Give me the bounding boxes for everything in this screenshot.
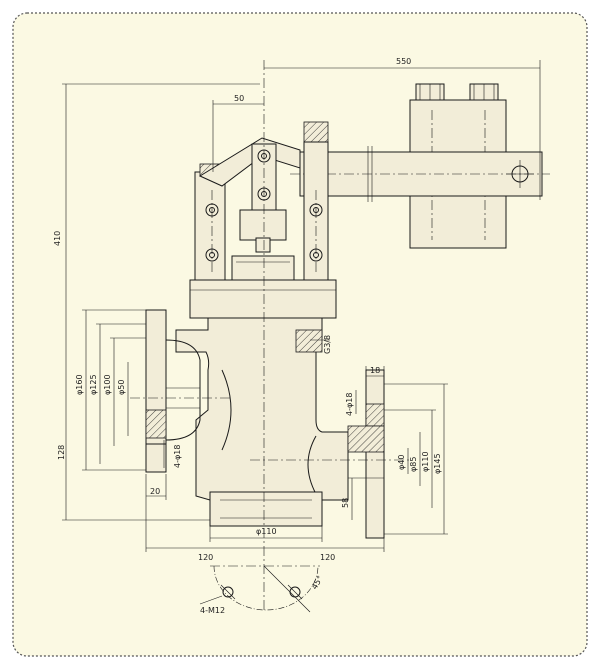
dim-bolt-circle-right: φ110 xyxy=(421,451,430,472)
dim-flange-od-right: φ145 xyxy=(433,453,442,474)
dim-half-right: 120 xyxy=(320,553,335,562)
dim-lever-offset: 50 xyxy=(234,94,244,103)
valve-body xyxy=(145,279,385,539)
dim-bolt-circle-left: φ125 xyxy=(89,374,98,395)
dim-bolt-hole-right: 4-φ18 xyxy=(345,393,354,416)
dim-overall-width: 550 xyxy=(396,57,411,66)
dim-bottom-bore: φ110 xyxy=(256,527,277,536)
counterweight-assembly xyxy=(290,83,550,249)
yoke-linkage xyxy=(194,121,329,281)
bottom-bolt-view xyxy=(199,565,320,613)
dim-thread: G3/8 xyxy=(323,335,332,354)
dim-flange-thk-right: 18 xyxy=(370,366,380,375)
dim-flange-thk-left: 20 xyxy=(150,487,160,496)
dim-flange-od-left: φ160 xyxy=(75,374,84,395)
dim-height-lower: 128 xyxy=(57,445,66,460)
dim-raised-face-left: φ100 xyxy=(103,374,112,395)
dim-height-right: 58 xyxy=(341,498,350,508)
dim-overall-height: 410 xyxy=(53,231,62,246)
dim-half-left: 120 xyxy=(198,553,213,562)
dim-bore-right: φ40 xyxy=(397,455,406,470)
dim-bottom-bolts: 4-M12 xyxy=(200,606,225,615)
dimension-lines xyxy=(62,60,541,552)
dim-bolt-hole-left: 4-φ18 xyxy=(173,445,182,468)
dim-raised-face-right: φ85 xyxy=(409,457,418,472)
dim-bore-left: φ50 xyxy=(117,380,126,395)
